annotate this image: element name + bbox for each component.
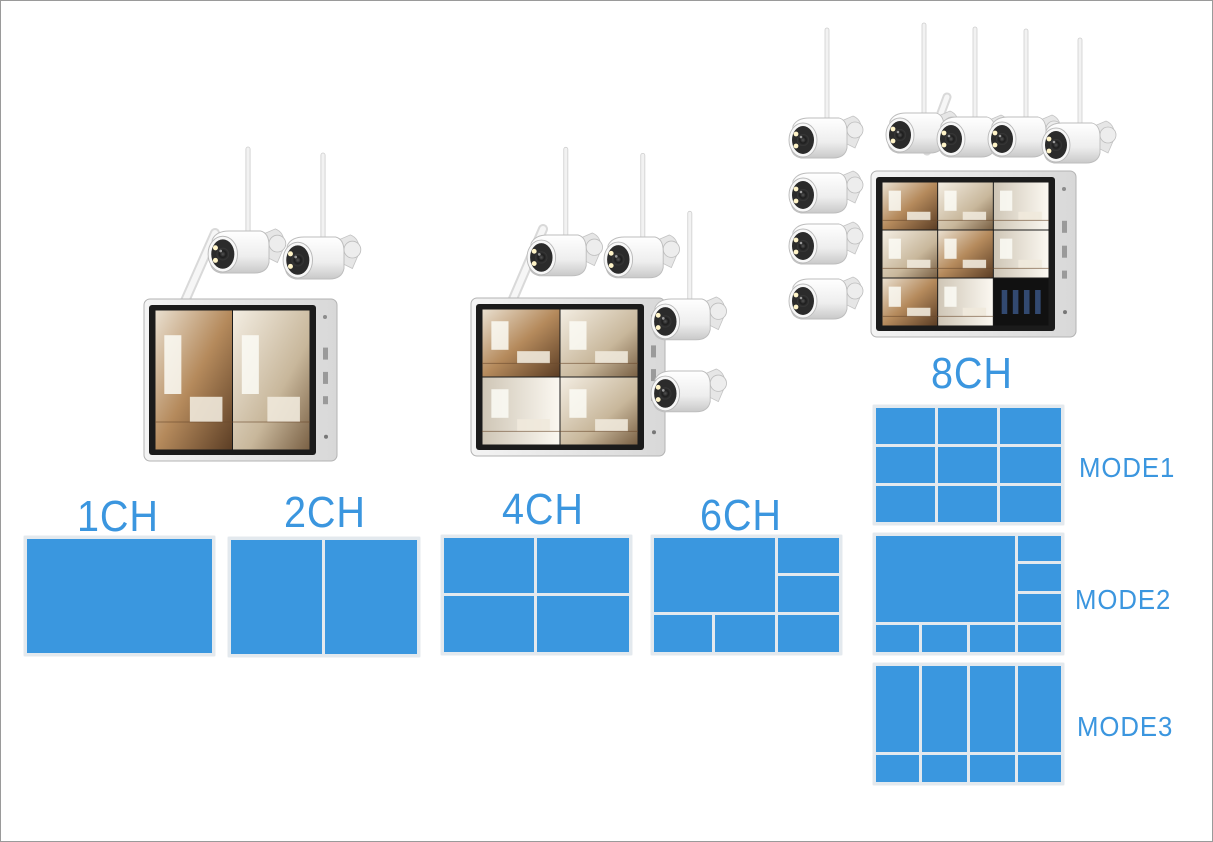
layout-cell xyxy=(444,596,534,652)
layout-cell xyxy=(1018,536,1061,561)
layout-cell xyxy=(1018,594,1061,622)
layout-cell xyxy=(1018,666,1061,752)
layout-cell xyxy=(938,486,997,522)
layout-1ch xyxy=(24,536,215,656)
layout-cell xyxy=(1000,486,1061,522)
layout-cell xyxy=(876,486,935,522)
layout-8ch-mode1 xyxy=(873,405,1064,525)
layout-4ch xyxy=(441,535,632,655)
layout-cell xyxy=(537,538,629,593)
layout-2ch xyxy=(228,537,420,657)
label-mode2: MODE2 xyxy=(1075,584,1172,615)
camera-icon xyxy=(603,152,680,279)
camera-icon xyxy=(526,146,603,277)
monitor-icon xyxy=(143,298,338,462)
layout-cell xyxy=(27,539,212,653)
layout-cell xyxy=(970,666,1015,752)
monitor-icon xyxy=(870,170,1077,338)
layout-cell xyxy=(778,538,839,573)
label-6ch: 6CH xyxy=(700,491,782,540)
label-4ch: 4CH xyxy=(502,485,584,534)
layout-cell xyxy=(876,447,935,483)
label-8ch: 8CH xyxy=(931,349,1013,398)
camera-icon xyxy=(788,170,864,214)
layout-cell xyxy=(876,536,1015,622)
layout-cell xyxy=(444,538,534,593)
layout-cell xyxy=(778,576,839,612)
antenna-icon xyxy=(180,228,220,306)
layout-cell xyxy=(922,666,967,752)
layout-cell xyxy=(715,615,775,652)
camera-icon xyxy=(282,152,362,280)
camera-icon xyxy=(788,276,864,320)
label-mode1: MODE1 xyxy=(1079,452,1176,483)
layout-cell xyxy=(938,447,997,483)
layout-cell xyxy=(876,755,919,782)
layout-cell xyxy=(325,540,417,654)
layout-cell xyxy=(876,666,919,752)
label-2ch: 2CH xyxy=(284,488,366,537)
layout-8ch-mode2 xyxy=(873,533,1064,655)
layout-cell xyxy=(778,615,839,652)
layout-cell xyxy=(970,755,1015,782)
camera-icon xyxy=(1041,37,1117,164)
layout-cell xyxy=(970,625,1015,652)
layout-cell xyxy=(1000,408,1061,444)
layout-cell xyxy=(231,540,322,654)
label-mode3: MODE3 xyxy=(1077,711,1174,742)
camera-icon xyxy=(207,146,287,274)
camera-icon xyxy=(650,210,727,341)
layout-cell xyxy=(876,625,919,652)
layout-cell xyxy=(537,596,629,652)
layout-cell xyxy=(938,408,997,444)
monitor-icon xyxy=(470,297,666,457)
layout-8ch-mode3 xyxy=(873,663,1064,785)
camera-icon xyxy=(788,221,864,265)
layout-cell xyxy=(922,625,967,652)
layout-cell xyxy=(876,408,935,444)
layout-cell xyxy=(1018,564,1061,591)
layout-cell xyxy=(922,755,967,782)
camera-icon xyxy=(650,368,727,413)
layout-cell xyxy=(1018,755,1061,782)
label-1ch: 1CH xyxy=(77,492,159,541)
camera-icon xyxy=(788,27,864,159)
layout-cell xyxy=(1018,625,1061,652)
layout-cell xyxy=(1000,447,1061,483)
layout-cell xyxy=(654,615,712,652)
layout-cell xyxy=(654,538,775,612)
layout-6ch xyxy=(651,535,842,655)
